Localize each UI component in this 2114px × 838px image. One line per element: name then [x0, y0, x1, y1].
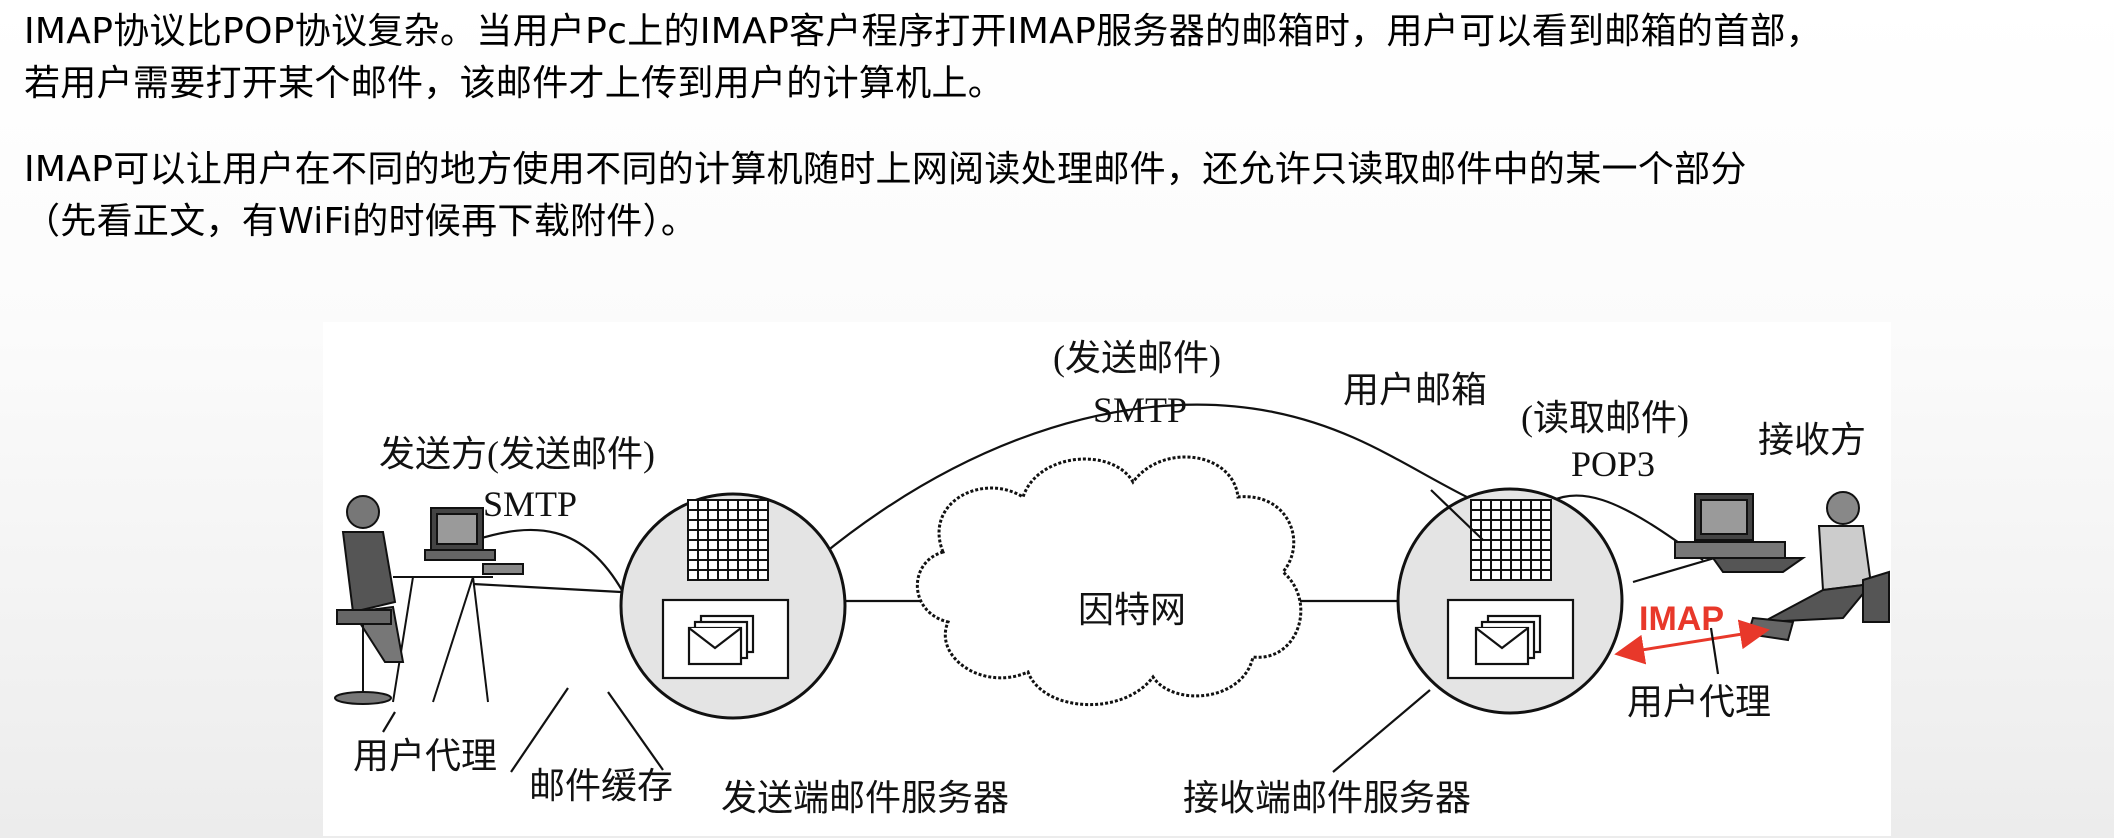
sender-computer-user-icon — [334, 495, 524, 705]
paragraph-imap-features: IMAP可以让用户在不同的地方使用不同的计算机随时上网阅读处理邮件，还允许只读取… — [24, 144, 2104, 248]
sender-protocol-label: SMTP — [483, 484, 577, 524]
send-server-label: 发送端邮件服务器 — [721, 778, 1009, 818]
top-protocol-label: SMTP — [1093, 390, 1187, 430]
user-agent-left-label: 用户代理 — [353, 736, 497, 776]
sender-mail-server — [619, 492, 847, 720]
internet-label: 因特网 — [1078, 590, 1186, 630]
paragraph-imap-intro: IMAP协议比POP协议复杂。当用户Pc上的IMAP客户程序打开IMAP服务器的… — [24, 6, 2104, 110]
paragraph-line: IMAP可以让用户在不同的地方使用不同的计算机随时上网阅读处理邮件，还允许只读取… — [24, 149, 1747, 190]
paragraph-line: IMAP协议比POP协议复杂。当用户Pc上的IMAP客户程序打开IMAP服务器的… — [24, 11, 1823, 52]
mailbox-grid-icon — [1470, 499, 1552, 581]
top-action-label: (发送邮件) — [1053, 338, 1221, 378]
imap-label: IMAP — [1639, 600, 1724, 638]
mailbox-grid-icon — [687, 499, 769, 581]
mail-cache-label: 邮件缓存 — [529, 766, 673, 806]
leader-lines — [382, 489, 1720, 773]
email-system-diagram: 因特网 — [323, 322, 1891, 836]
recv-server-label: 接收端邮件服务器 — [1183, 778, 1471, 818]
cloud-icon: 因特网 — [915, 455, 1303, 706]
paragraph-line: （先看正文，有WiFi的时候再下载附件）。 — [24, 201, 698, 242]
imap-arrow — [1614, 619, 1770, 665]
receiver-label: 接收方 — [1758, 420, 1866, 460]
read-protocol-label: POP3 — [1571, 444, 1655, 484]
sender-label: 发送方(发送邮件) — [379, 434, 655, 474]
receiver-mail-server — [1396, 487, 1624, 715]
mailbox-label: 用户邮箱 — [1343, 370, 1487, 410]
paragraph-line: 若用户需要打开某个邮件，该邮件才上传到用户的计算机上。 — [24, 63, 1005, 104]
envelope-stack-icon — [1446, 598, 1575, 680]
user-agent-right-label: 用户代理 — [1627, 682, 1771, 722]
envelope-stack-icon — [661, 598, 790, 680]
read-action-label: (读取邮件) — [1521, 398, 1689, 438]
